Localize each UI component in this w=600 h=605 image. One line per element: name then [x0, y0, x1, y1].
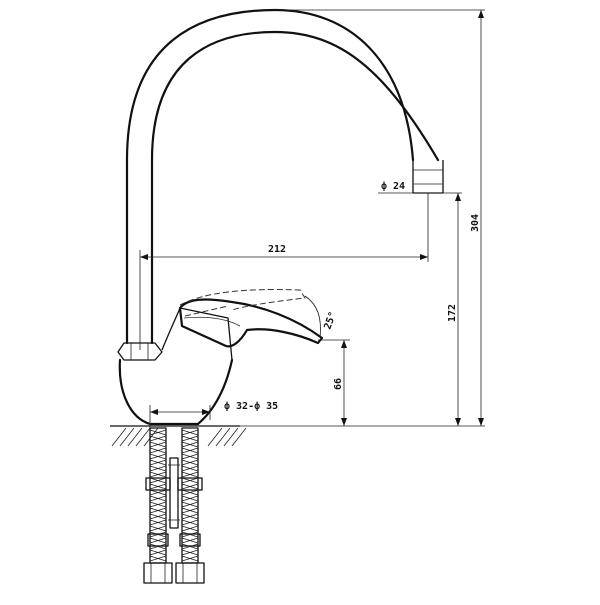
- hatch-line: [127, 427, 143, 447]
- hatch-line: [207, 427, 223, 447]
- lever-handle: [178, 298, 324, 348]
- hose-braid: [181, 459, 199, 466]
- supply-hoses: [143, 427, 205, 584]
- hatch-line: [215, 427, 231, 447]
- label-total-height: 304: [470, 214, 481, 232]
- hose-braid: [149, 549, 167, 556]
- hose-braid: [149, 483, 167, 490]
- hose-braid: [181, 525, 199, 532]
- counter-top: [110, 425, 247, 447]
- hose-braid: [149, 429, 167, 436]
- hose-braid: [149, 555, 167, 562]
- hose-braid: [149, 453, 167, 460]
- hose-braid: [149, 525, 167, 532]
- hose-braid: [181, 501, 199, 508]
- label-mount-hole: ф 32-ф 35: [224, 400, 278, 412]
- label-spout-diameter: ф 24: [381, 180, 405, 192]
- hose-braid: [149, 471, 167, 478]
- hose-braid: [149, 513, 167, 520]
- hose-braid: [181, 519, 199, 526]
- dimension-arrows: [140, 10, 484, 426]
- hose-braid: [181, 453, 199, 460]
- spout: [125, 8, 444, 345]
- hose-braid: [149, 519, 167, 526]
- label-body-height: 66: [333, 378, 344, 390]
- hose-braid: [181, 465, 199, 472]
- hose-braid: [181, 471, 199, 478]
- hose-braid: [181, 513, 199, 520]
- label-lever-angle: 25°: [322, 310, 339, 331]
- hose-braid: [181, 441, 199, 448]
- hose-braid: [149, 507, 167, 514]
- hose-braid: [149, 441, 167, 448]
- hatch-line: [111, 427, 127, 447]
- hose-braid: [149, 477, 167, 484]
- hose-nut-left: [143, 562, 173, 584]
- hose-braid: [181, 549, 199, 556]
- mixer-body: [118, 307, 234, 426]
- mounting-stud: [169, 457, 179, 529]
- hose-braid: [181, 477, 199, 484]
- hose-braid: [181, 489, 199, 496]
- hatch-line: [231, 427, 247, 447]
- hatch-line: [119, 427, 135, 447]
- hose-nut-right: [175, 562, 205, 584]
- hose-braid: [181, 555, 199, 562]
- hose-braid: [149, 435, 167, 442]
- hose-braid: [181, 537, 199, 544]
- label-spout-height: 172: [447, 304, 458, 322]
- hatch-line: [143, 427, 159, 447]
- hose-braid: [149, 501, 167, 508]
- hose-braid: [149, 447, 167, 454]
- hose-braid: [149, 537, 167, 544]
- hose-braid: [181, 429, 199, 436]
- hose-braid: [181, 507, 199, 514]
- hose-braid: [181, 495, 199, 502]
- hose-braid: [149, 495, 167, 502]
- hose-braid: [149, 459, 167, 466]
- aerator-nozzle: [412, 160, 444, 194]
- hose-braid: [181, 447, 199, 454]
- label-reach: 212: [268, 244, 286, 255]
- lever-raised-outline: [179, 289, 306, 317]
- hatch-line: [135, 427, 151, 447]
- hose-braid: [181, 435, 199, 442]
- hose-braid: [149, 489, 167, 496]
- dimension-lines: [139, 9, 485, 428]
- hose-braid: [181, 483, 199, 490]
- hatch-line: [223, 427, 239, 447]
- hose-braid: [149, 465, 167, 472]
- spout-collar: [117, 342, 163, 361]
